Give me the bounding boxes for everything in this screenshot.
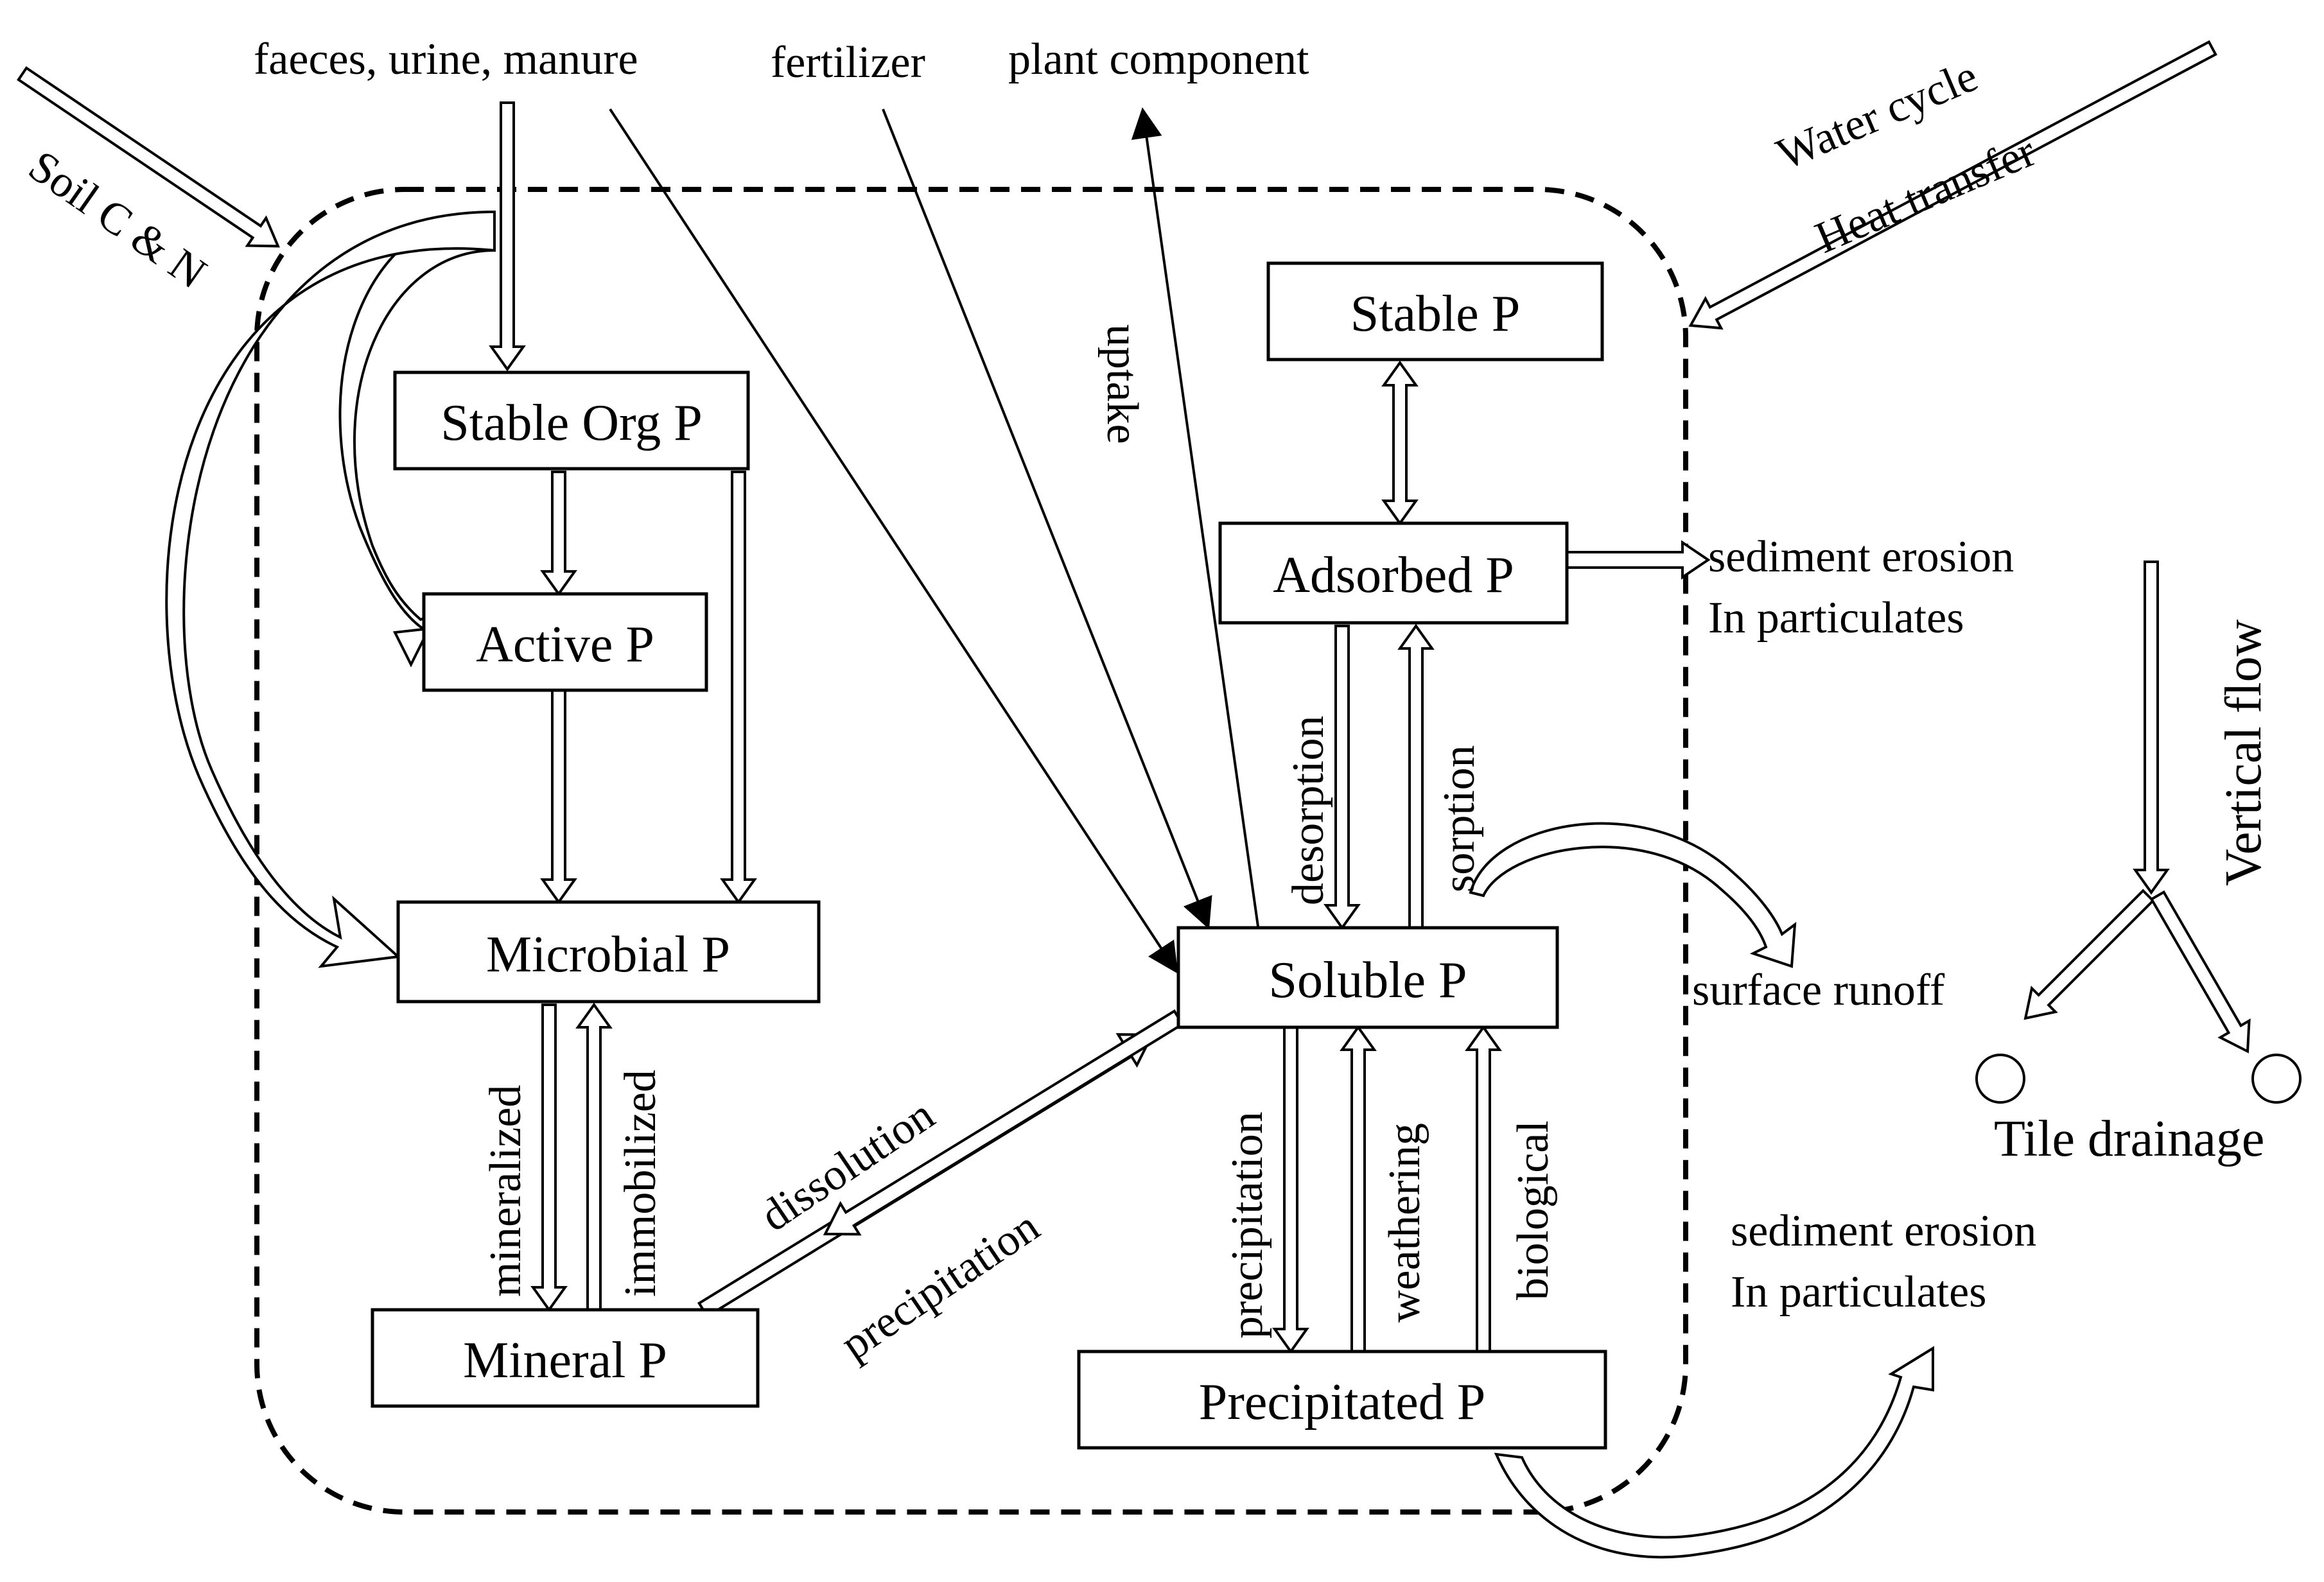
arrow-curve-to-active-p bbox=[338, 210, 496, 668]
arrow-manure-to-stable-org-p bbox=[489, 101, 526, 372]
box-soluble-p: Soluble P bbox=[1176, 926, 1559, 1029]
arrow-biological bbox=[1465, 1025, 1502, 1353]
label-tile-drainage: Tile drainage bbox=[1994, 1111, 2264, 1167]
soil-system-boundary bbox=[254, 187, 1688, 1515]
arrow-active-to-microbial bbox=[540, 689, 577, 905]
label-surface-runoff: surface runoff bbox=[1692, 966, 1945, 1015]
box-microbial-p-label: Microbial P bbox=[486, 926, 730, 983]
arrow-tile-drainage-left bbox=[2023, 889, 2155, 1020]
arrow-uptake bbox=[1131, 107, 1260, 932]
arrow-adsorbed-sediment-erosion bbox=[1566, 540, 1711, 580]
box-adsorbed-p-label: Adsorbed P bbox=[1273, 547, 1514, 604]
box-mineral-p: Mineral P bbox=[371, 1308, 760, 1408]
arrow-curve-to-microbial-p bbox=[165, 210, 496, 968]
arrow-water-heat-input bbox=[1688, 40, 2217, 330]
box-stable-p: Stable P bbox=[1266, 261, 1604, 361]
label-faeces-urine-manure: faeces, urine, manure bbox=[254, 35, 638, 84]
box-active-p-label: Active P bbox=[476, 616, 654, 673]
arrow-mineralization bbox=[530, 1004, 568, 1312]
label-fertilizer: fertilizer bbox=[771, 38, 925, 87]
label-weathering: weathering bbox=[1380, 1123, 1429, 1323]
arrow-stable-adsorbed-exchange bbox=[1381, 360, 1419, 526]
box-stable-org-p-label: Stable Org P bbox=[441, 395, 702, 451]
box-soluble-p-label: Soluble P bbox=[1269, 952, 1467, 1009]
arrow-fertilizer-to-soluble bbox=[882, 109, 1212, 930]
label-in-particulates-2: In particulates bbox=[1731, 1267, 1986, 1317]
box-precipitated-p: Precipitated P bbox=[1077, 1350, 1607, 1450]
label-biological: biological bbox=[1508, 1120, 1558, 1300]
box-stable-p-label: Stable P bbox=[1350, 286, 1520, 342]
arrow-tile-drainage-right bbox=[2149, 890, 2251, 1054]
arrow-weathering bbox=[1340, 1025, 1377, 1353]
box-microbial-p: Microbial P bbox=[396, 900, 821, 1004]
arrow-sorption bbox=[1397, 623, 1435, 929]
arrow-vertical-flow bbox=[2133, 561, 2170, 895]
arrow-stable-org-to-microbial bbox=[720, 471, 757, 905]
arrow-stable-org-to-active bbox=[540, 471, 577, 596]
arrow-sediment-erosion-bottom bbox=[1494, 1346, 1934, 1559]
label-sediment-erosion-2: sediment erosion bbox=[1731, 1206, 2036, 1256]
label-in-particulates-1: In particulates bbox=[1708, 593, 1964, 643]
box-active-p: Active P bbox=[422, 592, 708, 692]
arrow-soil-cn-input bbox=[17, 66, 280, 248]
box-stable-org-p: Stable Org P bbox=[393, 370, 750, 471]
label-mineralized: mineralized bbox=[481, 1085, 530, 1297]
arrow-surface-runoff bbox=[1469, 822, 1797, 968]
arrow-immobilization bbox=[575, 1002, 613, 1311]
label-desorption: desorption bbox=[1284, 715, 1333, 905]
box-precipitated-p-label: Precipitated P bbox=[1199, 1374, 1486, 1430]
label-sorption: sorption bbox=[1435, 745, 1484, 892]
label-immobilized: immobilized bbox=[616, 1070, 665, 1297]
label-plant-component: plant component bbox=[1008, 35, 1309, 84]
arrow-manure-to-soluble bbox=[609, 108, 1178, 974]
arrow-precipitation-vertical bbox=[1272, 1026, 1309, 1354]
label-soil-c-n: Soil C & N bbox=[20, 141, 215, 299]
flow-arrows bbox=[17, 40, 2302, 1559]
label-precipitation-diagonal: precipitation bbox=[832, 1202, 1048, 1370]
arrow-precipitation-diagonal bbox=[823, 1009, 1185, 1236]
label-sediment-erosion-1: sediment erosion bbox=[1708, 532, 2014, 582]
box-mineral-p-label: Mineral P bbox=[463, 1332, 667, 1389]
label-precipitation-vertical: precipitation bbox=[1223, 1111, 1272, 1339]
tile-drain-pipe-right bbox=[2251, 1054, 2302, 1104]
label-vertical-flow: Vertical flow bbox=[2215, 619, 2272, 886]
tile-drain-pipe-left bbox=[1975, 1054, 2025, 1104]
label-uptake: uptake bbox=[1097, 324, 1147, 444]
box-adsorbed-p: Adsorbed P bbox=[1218, 521, 1569, 625]
arrow-desorption bbox=[1324, 625, 1361, 930]
